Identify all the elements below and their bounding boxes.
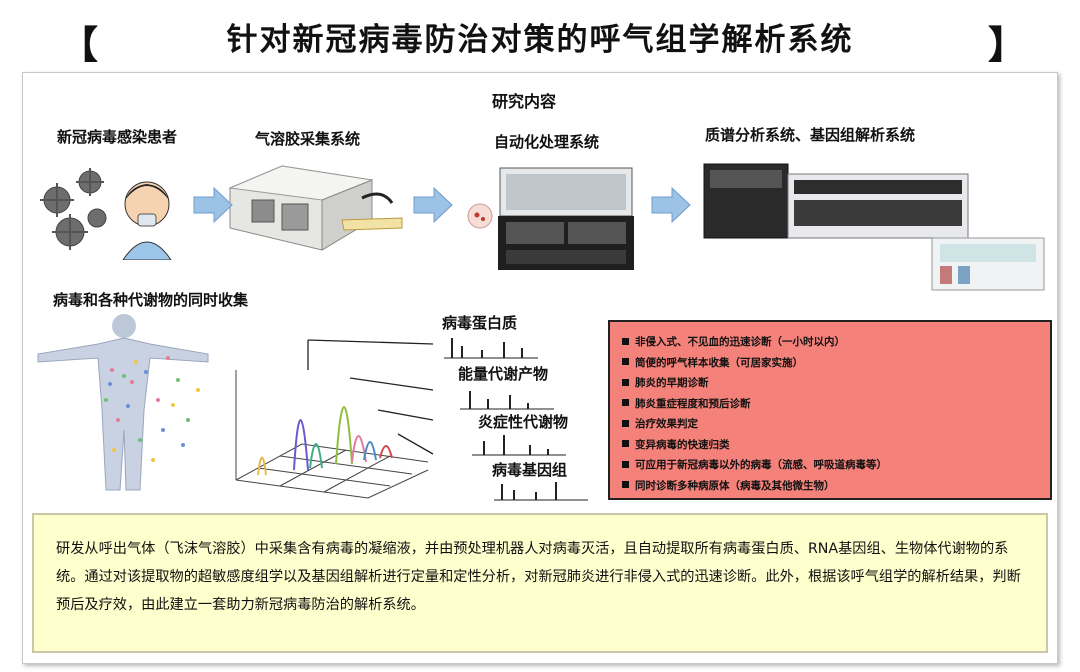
benefit-item: 治疗效果判定 [622, 414, 1050, 435]
patient-virus-illustration [40, 168, 172, 260]
human-figure-particles [37, 314, 209, 491]
spectrum-viral-protein [444, 338, 538, 359]
bullet-square-icon [622, 440, 629, 447]
output-label-inflammatory-metabolite: 炎症性代谢物 [478, 413, 569, 431]
mass-spectrometer [703, 163, 1045, 291]
benefit-item: 可应用于新冠病毒以外的病毒（流感、呼吸道病毒等） [622, 455, 1050, 476]
output-label-viral-protein: 病毒蛋白质 [442, 314, 518, 332]
bullet-square-icon [622, 358, 629, 365]
spectrum-energy-metabolite [460, 391, 554, 410]
step-patient-label: 新冠病毒感染患者 [57, 128, 178, 146]
bullet-square-icon [622, 337, 629, 345]
bullet-square-icon [622, 419, 629, 427]
title-bracket-left: 【 [60, 23, 99, 67]
automation-robot [467, 167, 634, 270]
flow-arrow-2 [413, 186, 453, 224]
bullet-square-icon [622, 399, 629, 406]
collection-title: 病毒和各种代谢物的同时收集 [53, 291, 249, 309]
step-analysis-label: 质谱分析系统、基因组解析系统 [705, 126, 916, 144]
step-aerosol-label: 气溶胶采集系统 [255, 130, 361, 148]
bullet-square-icon [622, 481, 629, 488]
output-label-viral-genome: 病毒基因组 [492, 461, 568, 479]
flow-arrow-3 [651, 186, 691, 224]
spectrum-viral-genome [494, 482, 588, 501]
benefit-item: 变异病毒的快速归类 [622, 435, 1050, 456]
benefit-item: 肺炎的早期诊断 [622, 373, 1050, 394]
output-label-energy-metabolite: 能量代谢产物 [458, 365, 549, 383]
summary-box: 研发从呼出气体（飞沫气溶胶）中采集含有病毒的凝缩液，并由预处理机器人对病毒灭活，… [32, 513, 1048, 653]
section-title: 研究内容 [492, 92, 557, 111]
step-automation-label: 自动化处理系统 [494, 133, 600, 151]
benefit-item: 非侵入式、不见血的迅速诊断（一小时以内） [622, 332, 1050, 353]
benefit-item: 同时诊断多种病原体（病毒及其他微生物） [622, 476, 1050, 497]
chromatogram-3d [235, 339, 434, 499]
title-bracket-right: 】 [988, 23, 1027, 67]
benefit-item: 肺炎重症程度和预后诊断 [622, 394, 1050, 415]
benefits-box: 非侵入式、不见血的迅速诊断（一小时以内） 简便的呼气样本收集（可居家实施） 肺炎… [608, 320, 1052, 500]
bullet-square-icon [622, 460, 629, 468]
benefit-item: 简便的呼气样本收集（可居家实施） [622, 353, 1050, 374]
title-bar: 【 针对新冠病毒防治对策的呼气组学解析系统 】 [0, 0, 1080, 70]
flow-arrow-1 [193, 186, 233, 224]
page-title: 针对新冠病毒防治对策的呼气组学解析系统 [226, 22, 854, 58]
spectrum-inflammatory-metabolite [472, 435, 566, 456]
bullet-square-icon [622, 378, 629, 386]
benefits-list: 非侵入式、不见血的迅速诊断（一小时以内） 简便的呼气样本收集（可居家实施） 肺炎… [622, 332, 1050, 496]
aerosol-collector-device [228, 165, 403, 251]
